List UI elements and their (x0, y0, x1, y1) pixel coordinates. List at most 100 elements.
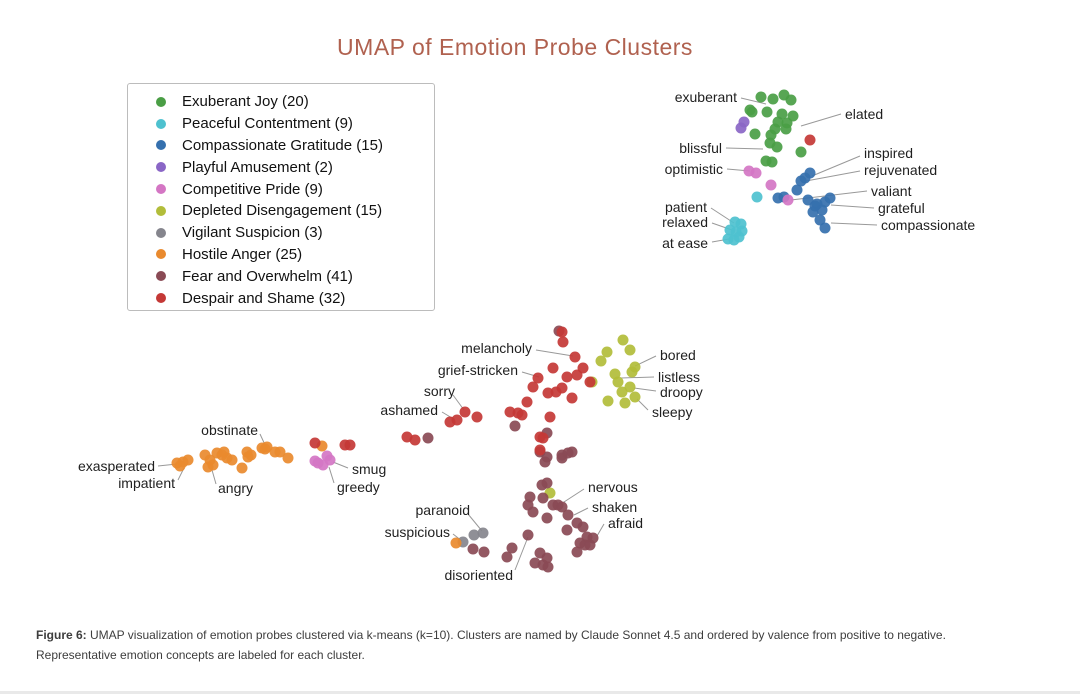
point-fear-and-overwhelm (539, 456, 551, 468)
point-fear-and-overwhelm (542, 561, 554, 573)
legend-item-compassionate-gratitude: Compassionate Gratitude (15) (128, 135, 434, 157)
point-label-shaken: shaken (592, 499, 637, 515)
point-label-at-ease: at ease (662, 235, 708, 251)
point-exuberant-joy (780, 123, 792, 135)
leader-line-droopy (633, 387, 657, 392)
point-label-bored: bored (660, 347, 696, 363)
legend-item-fear-and-overwhelm: Fear and Overwhelm (41) (128, 265, 434, 287)
leader-line-melancholy (535, 349, 574, 357)
point-label-afraid: afraid (608, 515, 643, 531)
point-fear-and-overwhelm (561, 524, 573, 536)
leader-line-disoriented (514, 536, 529, 571)
legend-item-vigilant-suspicion: Vigilant Suspicion (3) (128, 222, 434, 244)
legend-item-label: Vigilant Suspicion (3) (182, 224, 323, 242)
point-despair-and-shame (547, 362, 559, 374)
point-exuberant-joy (795, 146, 807, 158)
point-label-sorry: sorry (424, 383, 455, 399)
point-label-blissful: blissful (679, 140, 722, 156)
leader-line-paranoid (467, 513, 483, 532)
point-hostile-anger (218, 446, 230, 458)
point-label-listless: listless (658, 369, 700, 385)
point-despair-and-shame (516, 409, 528, 421)
point-depleted-disengagement (595, 355, 607, 367)
leader-line-afraid (596, 523, 605, 537)
legend-item-playful-amusement: Playful Amusement (2) (128, 156, 434, 178)
point-despair-and-shame (566, 392, 578, 404)
point-despair-and-shame (804, 134, 816, 146)
legend-item-peaceful-contentment: Peaceful Contentment (9) (128, 113, 434, 135)
point-fear-and-overwhelm (562, 447, 574, 459)
legend-swatch-icon (156, 271, 166, 282)
point-label-exuberant: exuberant (675, 89, 737, 105)
point-compassionate-gratitude (795, 175, 807, 187)
point-label-grief-stricken: grief-stricken (438, 362, 518, 378)
point-despair-and-shame (521, 396, 533, 408)
point-hostile-anger (259, 443, 271, 455)
point-despair-and-shame (444, 416, 456, 428)
point-peaceful-contentment (751, 191, 763, 203)
point-fear-and-overwhelm (522, 529, 534, 541)
point-hostile-anger (274, 446, 286, 458)
point-label-rejuvenated: rejuvenated (864, 162, 937, 178)
legend-item-label: Exuberant Joy (20) (182, 93, 309, 111)
point-label-disoriented: disoriented (445, 567, 514, 583)
point-despair-and-shame (344, 439, 356, 451)
point-fear-and-overwhelm (541, 477, 553, 489)
point-despair-and-shame (577, 362, 589, 374)
chart-title: UMAP of Emotion Probe Clusters (337, 34, 693, 60)
point-label-valiant: valiant (871, 183, 912, 199)
point-label-obstinate: obstinate (201, 422, 258, 438)
point-exuberant-joy (744, 104, 756, 116)
point-vigilant-suspicion (468, 529, 480, 541)
point-competitive-pride (782, 194, 794, 206)
legend-swatch-icon (156, 227, 166, 238)
point-competitive-pride (321, 450, 333, 462)
legend-item-label: Playful Amusement (2) (182, 158, 333, 176)
point-despair-and-shame (544, 411, 556, 423)
point-fear-and-overwhelm (506, 542, 518, 554)
point-fear-and-overwhelm (556, 501, 568, 513)
point-fear-and-overwhelm (527, 506, 539, 518)
legend-item-label: Peaceful Contentment (9) (182, 115, 353, 133)
point-fear-and-overwhelm (509, 420, 521, 432)
point-despair-and-shame (504, 406, 516, 418)
point-fear-and-overwhelm (422, 432, 434, 444)
point-label-patient: patient (665, 199, 707, 215)
legend-item-label: Depleted Disengagement (15) (182, 202, 383, 220)
leader-line-listless (620, 376, 655, 379)
legend-item-label: Competitive Pride (9) (182, 180, 323, 198)
point-fear-and-overwhelm (501, 551, 513, 563)
point-compassionate-gratitude (816, 204, 828, 216)
point-fear-and-overwhelm (541, 512, 553, 524)
legend-swatch-icon (156, 162, 166, 173)
point-label-nervous: nervous (588, 479, 638, 495)
point-hostile-anger (174, 460, 186, 472)
point-despair-and-shame (561, 371, 573, 383)
point-compassionate-gratitude (791, 184, 803, 196)
point-despair-and-shame (556, 326, 568, 338)
point-label-elated: elated (845, 106, 883, 122)
legend-item-hostile-anger: Hostile Anger (25) (128, 244, 434, 266)
legend-item-despair-and-shame: Despair and Shame (32) (128, 287, 434, 309)
leader-line-nervous (563, 488, 585, 503)
point-depleted-disengagement (602, 395, 614, 407)
point-compassionate-gratitude (819, 222, 831, 234)
point-despair-and-shame (471, 411, 483, 423)
point-depleted-disengagement (619, 397, 631, 409)
point-hostile-anger (450, 537, 462, 549)
legend-item-label: Despair and Shame (32) (182, 289, 346, 307)
point-label-relaxed: relaxed (662, 214, 708, 230)
point-exuberant-joy (767, 93, 779, 105)
leader-line-grateful (830, 204, 875, 209)
point-label-angry: angry (218, 480, 253, 496)
point-label-compassionate: compassionate (881, 217, 975, 233)
point-depleted-disengagement (612, 376, 624, 388)
point-compassionate-gratitude (814, 214, 826, 226)
point-exuberant-joy (785, 94, 797, 106)
point-despair-and-shame (584, 376, 596, 388)
figure-caption-prefix: Figure 6: (36, 628, 87, 642)
point-competitive-pride (309, 455, 321, 467)
legend-swatch-icon (156, 118, 166, 129)
leader-line-exuberant (740, 97, 767, 105)
legend-item-label: Compassionate Gratitude (15) (182, 136, 383, 154)
